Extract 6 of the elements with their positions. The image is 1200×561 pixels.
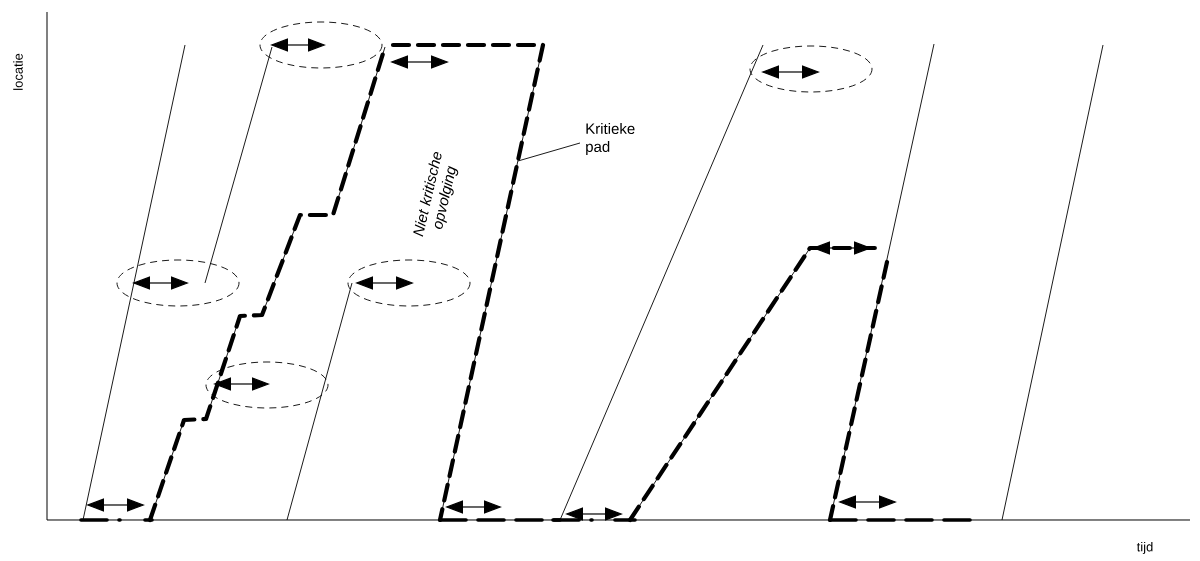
callout-text: Kritieke pad <box>586 123 635 155</box>
axis-label: tijd <box>1136 541 1153 555</box>
leader-line <box>517 142 581 162</box>
axis-label: locatie <box>13 53 23 90</box>
annotation: Niet kritische opvolging <box>413 152 459 237</box>
critical-path-line <box>390 42 546 523</box>
